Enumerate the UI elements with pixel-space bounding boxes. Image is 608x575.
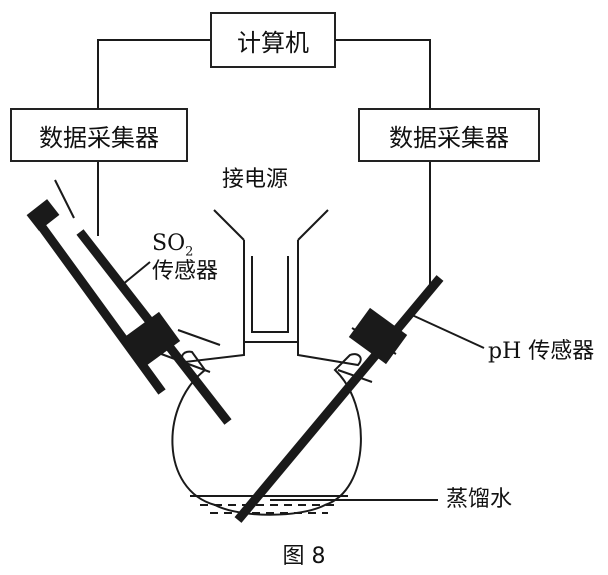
ph-sensor-probe bbox=[234, 275, 444, 523]
electrode-cup bbox=[251, 256, 289, 333]
flask-body bbox=[171, 341, 362, 516]
so2-sensor-label: SO2 传感器 bbox=[152, 231, 219, 284]
so2-formula: SO2 bbox=[152, 231, 194, 260]
right-data-collector-label: 数据采集器 bbox=[389, 123, 509, 152]
power-lead-right bbox=[297, 209, 329, 241]
distilled-water-label: 蒸馏水 bbox=[446, 487, 513, 512]
right-data-collector-box: 数据采集器 bbox=[358, 108, 540, 162]
power-supply-label: 接电源 bbox=[222, 167, 289, 192]
so2-leader bbox=[121, 261, 151, 286]
ph-leader bbox=[411, 314, 485, 349]
left-data-collector-box: 数据采集器 bbox=[10, 108, 188, 162]
wire-computer-left bbox=[97, 39, 210, 108]
ph-sensor-label: pH 传感器 bbox=[488, 339, 595, 364]
figure-caption: 图 8 bbox=[282, 544, 326, 569]
computer-box: 计算机 bbox=[210, 12, 336, 68]
wire-computer-right bbox=[336, 39, 431, 108]
so2-sensor-probe bbox=[26, 179, 232, 425]
power-lead-left bbox=[213, 209, 245, 241]
computer-label: 计算机 bbox=[237, 28, 309, 57]
so2-sensor-name: 传感器 bbox=[152, 258, 219, 284]
left-data-collector-label: 数据采集器 bbox=[39, 123, 159, 152]
